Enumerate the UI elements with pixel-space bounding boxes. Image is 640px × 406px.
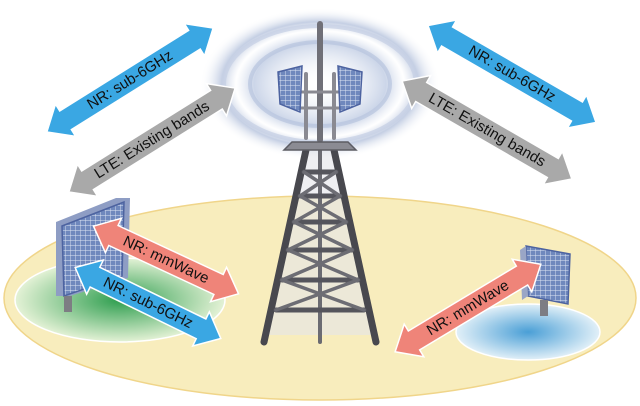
band-label: LTE: Existing bands <box>91 98 212 183</box>
tower-icon <box>260 21 380 346</box>
arrow-lte-left: LTE: Existing bands <box>67 82 237 198</box>
band-label: NR: sub-6GHz <box>466 42 559 105</box>
small-cell-coverage-right <box>455 303 601 361</box>
double-arrow-shape <box>92 217 240 303</box>
double-arrow-shape <box>67 82 237 198</box>
arrow-nr-sub6-left: NR: sub-6GHz <box>45 22 215 138</box>
double-arrow-shape <box>45 22 215 138</box>
band-label: LTE: Existing bands <box>425 90 548 171</box>
double-arrow-shape <box>401 74 573 186</box>
antenna-panel-icon <box>277 65 363 114</box>
double-arrow-shape <box>394 258 542 358</box>
double-arrow-shape <box>427 19 597 129</box>
double-arrow-shape <box>74 258 222 348</box>
band-label: NR: sub-6GHz <box>84 47 176 113</box>
